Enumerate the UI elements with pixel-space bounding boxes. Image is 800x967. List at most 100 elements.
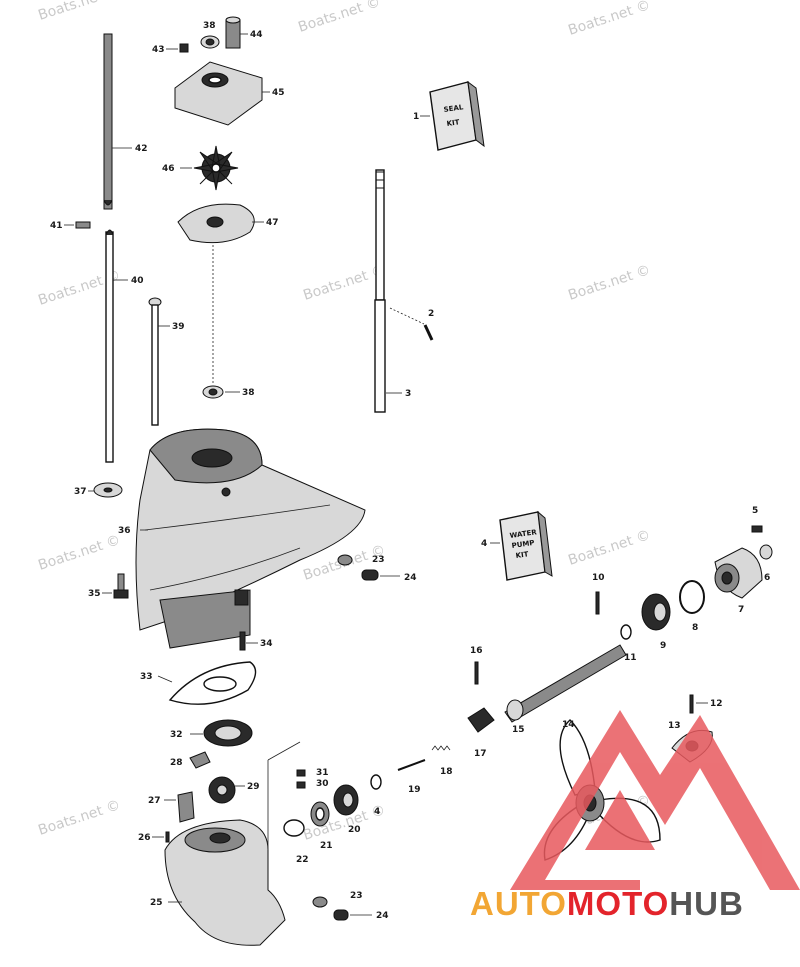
part-22-washer <box>283 819 305 837</box>
callout-35: 35 <box>88 589 101 599</box>
callout-15: 15 <box>512 725 525 735</box>
callout-26: 26 <box>138 833 151 843</box>
water-pump-kit-text-3: KIT <box>515 550 529 560</box>
callout-25: 25 <box>150 898 163 908</box>
callout-44: 44 <box>250 30 263 40</box>
callout-24: 24 <box>404 573 417 583</box>
callout-7: 7 <box>738 605 744 615</box>
callout-2: 2 <box>428 309 434 319</box>
callout-23: 23 <box>372 555 385 565</box>
part-7-bearing-carrier <box>714 547 763 599</box>
callout-4: 4 <box>374 807 380 817</box>
part-44-tube <box>225 16 241 49</box>
part-17-clutch <box>467 707 495 733</box>
part-31-nut <box>296 769 306 777</box>
brand-wordmark: AUTOMOTOHUB <box>470 885 744 922</box>
part-43-screw <box>179 43 189 53</box>
callout-14: 14 <box>562 720 575 730</box>
callout-36: 36 <box>118 526 131 536</box>
callout-21: 21 <box>320 841 333 851</box>
part-27-bracket <box>177 791 195 823</box>
part-4-water-pump-kit: WATER PUMP KIT <box>499 510 553 581</box>
watermark: Boats.net © <box>36 797 122 839</box>
part-2-pin <box>423 324 434 341</box>
gear-housing-upper <box>135 428 366 649</box>
callout-29: 29 <box>247 782 260 792</box>
part-25-gearcase <box>164 741 301 946</box>
part-45-pump-housing <box>174 61 263 126</box>
callout-43: 43 <box>152 45 165 55</box>
watermark: Boats.net © <box>566 0 652 39</box>
part-24-plug-lower <box>333 909 349 921</box>
callout-39: 39 <box>172 322 185 332</box>
part-38-seal <box>200 35 220 49</box>
callout-32: 32 <box>170 730 183 740</box>
callout-5: 5 <box>752 506 758 516</box>
watermark: Boats.net © <box>566 527 652 569</box>
callout-18: 18 <box>440 767 453 777</box>
callout-23: 23 <box>350 891 363 901</box>
part-41-screw <box>75 221 91 229</box>
callout-30: 30 <box>316 779 329 789</box>
callout-33: 33 <box>140 672 153 682</box>
part-38-middle-seal <box>202 385 224 399</box>
callout-41: 41 <box>50 221 63 231</box>
part-19-pin <box>397 759 426 771</box>
watermark: Boats.net © <box>36 532 122 574</box>
part-18-spring <box>431 745 451 751</box>
automotohub-logo <box>510 710 800 890</box>
callout-3: 3 <box>405 389 411 399</box>
callout-31: 31 <box>316 768 329 778</box>
part-10-pin <box>595 591 600 615</box>
callout-40: 40 <box>131 276 144 286</box>
part-21-thrust-bearing <box>310 801 330 827</box>
part-30-washer <box>296 781 306 789</box>
callout-9: 9 <box>660 641 666 651</box>
part-46-impeller <box>193 145 239 191</box>
callout-34: 34 <box>260 639 273 649</box>
callout-20: 20 <box>348 825 361 835</box>
water-pump-kit-text-1: WATER <box>509 528 538 540</box>
part-37-washer <box>93 482 123 498</box>
watermark: Boats.net © <box>36 0 122 24</box>
part-15-propshaft <box>504 644 627 723</box>
part-29-pinion-gear <box>208 776 236 804</box>
part-3-driveshaft <box>374 169 386 413</box>
part-1-seal-kit: SEAL KIT <box>429 80 485 151</box>
seal-kit-text-2: KIT <box>446 118 460 128</box>
callout-37: 37 <box>74 487 87 497</box>
part-23-washer-upper <box>337 554 353 566</box>
part-5-bolt <box>751 525 763 533</box>
callout-6: 6 <box>764 573 770 583</box>
callout-13: 13 <box>668 721 681 731</box>
svg-text:AUTOMOTOHUB: AUTOMOTOHUB <box>470 885 744 922</box>
part-4-ring <box>370 774 382 790</box>
callout-11: 11 <box>624 653 637 663</box>
callout-38: 38 <box>242 388 255 398</box>
brand-auto: AUTO <box>470 885 567 922</box>
callout-27: 27 <box>148 796 161 806</box>
water-pump-kit-text-2: PUMP <box>511 539 535 550</box>
part-47-plate <box>177 203 255 244</box>
callout-45: 45 <box>272 88 285 98</box>
part-20-gear <box>333 784 359 816</box>
callout-22: 22 <box>296 855 309 865</box>
part-6-seal <box>759 544 773 560</box>
part-23-washer-lower <box>312 896 328 908</box>
callout-24: 24 <box>376 911 389 921</box>
part-11-ring <box>620 624 632 640</box>
watermarks: Boats.net © Boats.net © Boats.net © Boat… <box>36 0 652 844</box>
brand-moto: MOTO <box>567 885 669 922</box>
callout-17: 17 <box>474 749 487 759</box>
part-42-stud <box>103 33 113 210</box>
part-28-clip <box>189 751 211 769</box>
watermark: Boats.net © <box>566 262 652 304</box>
callout-28: 28 <box>170 758 183 768</box>
part-35-bolt <box>113 573 129 599</box>
brand-hub: HUB <box>669 885 744 922</box>
part-33-gasket <box>168 661 257 705</box>
part-12-screw <box>689 694 694 714</box>
part-9-gear <box>641 593 671 631</box>
callout-4: 4 <box>481 539 487 549</box>
